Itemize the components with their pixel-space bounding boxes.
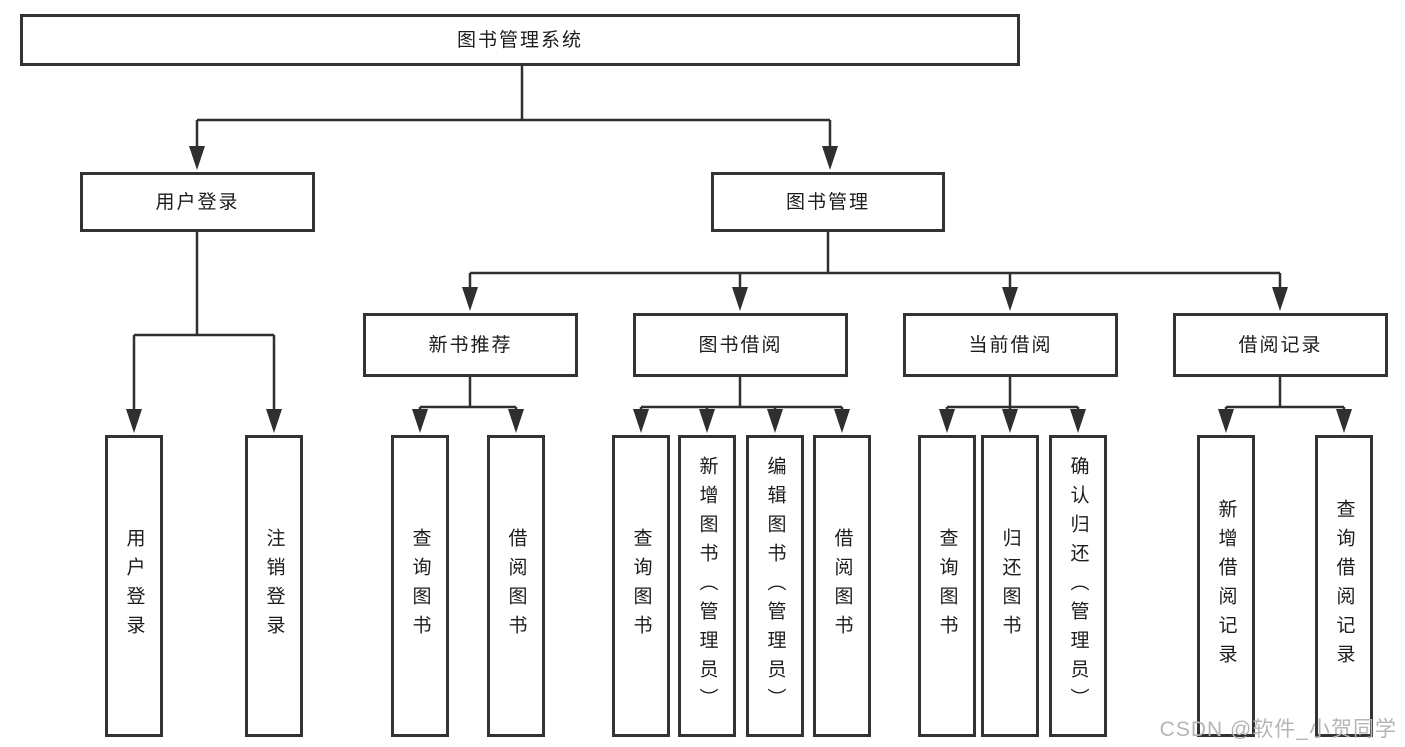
node-library-management-system: 图书管理系统 [20, 14, 1020, 66]
leaf-query-books-current: 查询图书 [918, 435, 976, 737]
leaf-add-borrow-record: 新增借阅记录 [1197, 435, 1255, 737]
leaf-query-books-borrow: 查询图书 [612, 435, 670, 737]
node-current-borrowing: 当前借阅 [903, 313, 1118, 377]
node-user-login: 用户登录 [80, 172, 315, 232]
leaf-borrow-books-recommend: 借阅图书 [487, 435, 545, 737]
leaf-query-borrow-record: 查询借阅记录 [1315, 435, 1373, 737]
csdn-watermark: CSDN @软件_小贺同学 [1159, 718, 1397, 741]
node-borrowing-records: 借阅记录 [1173, 313, 1388, 377]
node-book-borrowing: 图书借阅 [633, 313, 848, 377]
leaf-borrow-books: 借阅图书 [813, 435, 871, 737]
leaf-confirm-return-admin: 确认归还（管理员） [1049, 435, 1107, 737]
node-new-book-recommendation: 新书推荐 [363, 313, 578, 377]
node-book-management: 图书管理 [711, 172, 945, 232]
leaf-return-books: 归还图书 [981, 435, 1039, 737]
leaf-user-login: 用户登录 [105, 435, 163, 737]
leaf-add-books-admin: 新增图书（管理员） [678, 435, 736, 737]
leaf-query-books-recommend: 查询图书 [391, 435, 449, 737]
leaf-edit-books-admin: 编辑图书（管理员） [746, 435, 804, 737]
leaf-logout: 注销登录 [245, 435, 303, 737]
